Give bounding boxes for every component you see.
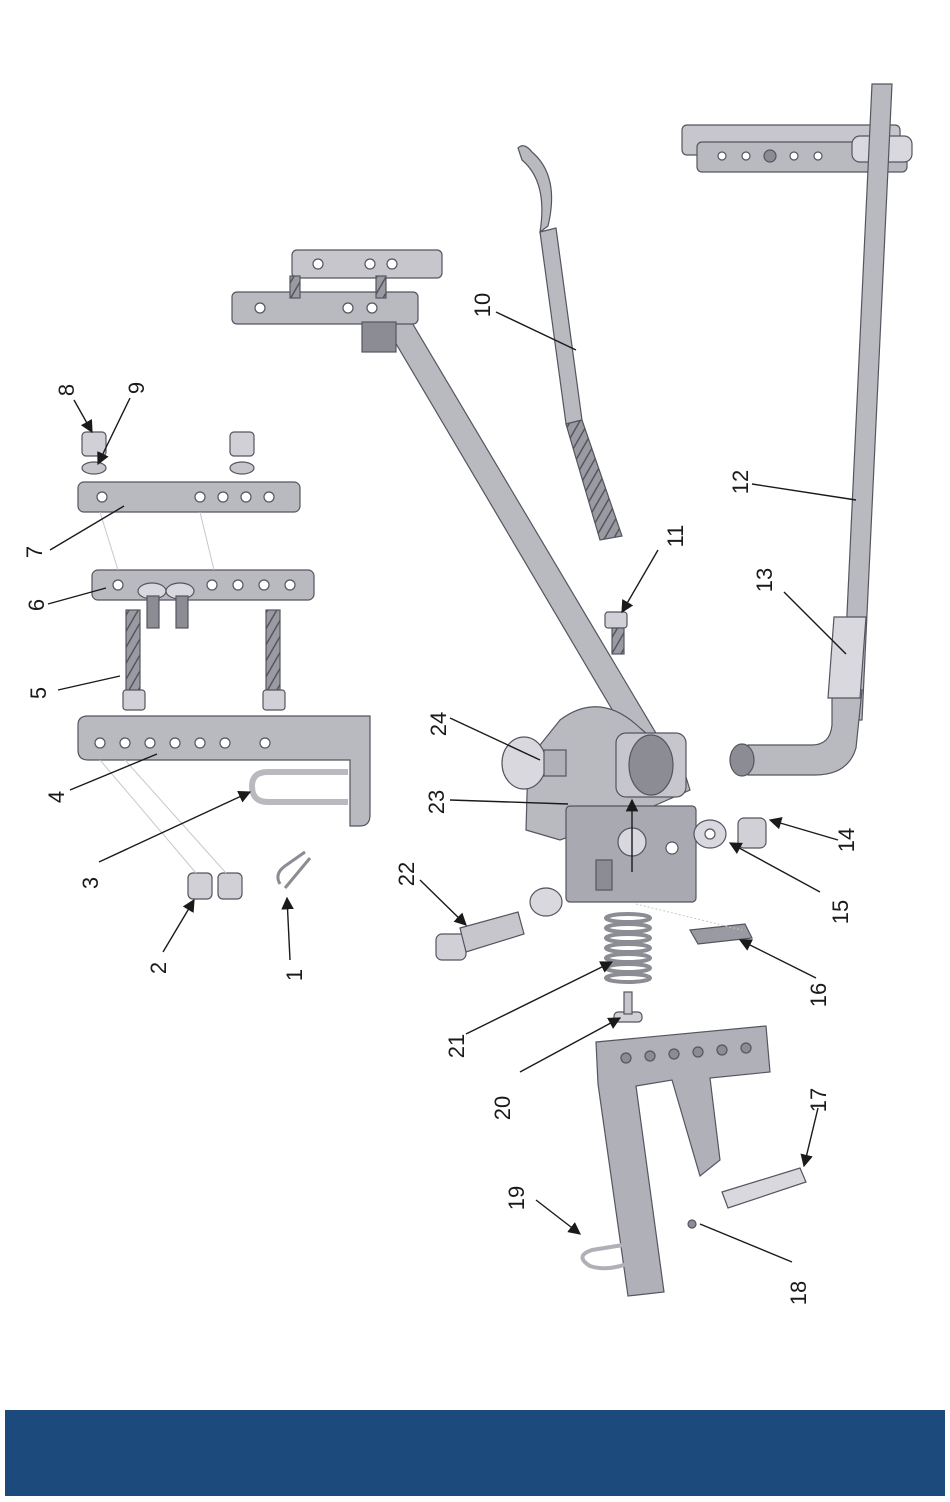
leader-5 (58, 676, 120, 690)
leader-21 (466, 962, 612, 1034)
leader-17 (804, 1108, 818, 1166)
part-6-plate (92, 570, 314, 628)
callout-20: 20 (490, 1096, 515, 1120)
callout-1: 1 (282, 969, 307, 981)
part-10-hook-rod (518, 146, 622, 540)
callout-22: 22 (394, 862, 419, 886)
leader-1 (287, 898, 290, 960)
callout-16: 16 (806, 983, 831, 1007)
leader-16 (740, 940, 816, 978)
leader-2 (163, 900, 194, 952)
part-11-bolt (605, 612, 627, 654)
leader-12 (752, 484, 856, 500)
callout-4: 4 (44, 791, 69, 803)
leader-14 (770, 820, 838, 840)
callout-19: 19 (504, 1186, 529, 1210)
leader-9 (98, 398, 130, 464)
part-1-pin (278, 852, 310, 888)
callout-23: 23 (424, 790, 449, 814)
leader-19 (536, 1200, 580, 1234)
leader-18 (700, 1224, 792, 1262)
leader-15 (730, 843, 820, 892)
leader-22 (420, 880, 466, 925)
part-14-nut (738, 818, 766, 848)
part-22-bolt (436, 888, 562, 960)
callout-24: 24 (426, 712, 451, 736)
shank-block (566, 806, 696, 902)
leader-3 (99, 792, 250, 862)
callout-12: 12 (728, 470, 753, 494)
part-20-pin (614, 992, 642, 1022)
part-18-receiver (596, 1026, 770, 1296)
callout-2: 2 (146, 962, 171, 974)
callout-6: 6 (24, 599, 49, 611)
callout-8: 8 (54, 384, 79, 396)
footer-band (5, 1410, 945, 1496)
leader-8 (74, 400, 92, 432)
callout-21: 21 (444, 1034, 469, 1058)
callout-15: 15 (828, 900, 853, 924)
part-12-bar (730, 84, 892, 776)
part-17-hitch-pin (722, 1168, 806, 1208)
callout-3: 3 (78, 877, 103, 889)
part-3-clip (252, 772, 348, 802)
part-13-sleeve (828, 617, 866, 698)
part-15-washer (694, 820, 726, 848)
part-9-washer (82, 462, 254, 474)
callout-17: 17 (806, 1088, 831, 1112)
callout-10: 10 (470, 293, 495, 317)
part-2-nut (188, 873, 242, 899)
part-21-spring (606, 914, 650, 982)
callout-7: 7 (22, 546, 47, 558)
callout-18: 18 (786, 1281, 811, 1305)
callout-5: 5 (26, 687, 51, 699)
callout-13: 13 (752, 568, 777, 592)
callout-14: 14 (834, 828, 859, 852)
callout-11: 11 (663, 525, 688, 548)
callout-9: 9 (124, 382, 149, 394)
part-7-plate (78, 482, 300, 512)
leader-11 (622, 550, 658, 612)
